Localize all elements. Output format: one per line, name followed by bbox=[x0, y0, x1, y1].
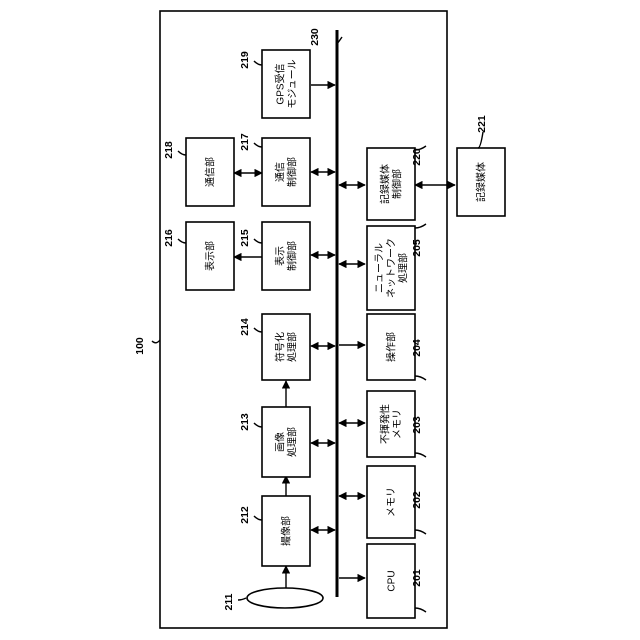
block-205-ref-label: 205 bbox=[411, 239, 423, 257]
lens-ref-leader bbox=[238, 598, 246, 600]
block-201: CPU 201 bbox=[367, 544, 426, 618]
block-219: GPS受信モジュール 219 bbox=[239, 50, 310, 118]
system-ref-label: 100 bbox=[134, 337, 146, 355]
block-217: 通信制御部 217 bbox=[239, 133, 310, 206]
block-216-ref-leader bbox=[178, 239, 186, 243]
block-212-ref-label: 212 bbox=[239, 506, 251, 524]
block-214: 符号化処理部 214 bbox=[239, 314, 310, 380]
block-203-ref-label: 203 bbox=[411, 416, 423, 434]
block-217-label-line: 通信 bbox=[275, 162, 287, 182]
block-213-label-line: 処理部 bbox=[286, 427, 299, 457]
block-204-label-line: 操作部 bbox=[385, 332, 398, 362]
block-221-label: 記録媒体 bbox=[475, 162, 488, 202]
block-216: 表示部 216 bbox=[163, 222, 234, 290]
block-214-ref-leader bbox=[254, 328, 262, 332]
block-218-label-line: 通信部 bbox=[204, 157, 217, 187]
block-212-ref-leader bbox=[254, 516, 262, 520]
block-217-label-line: 制御部 bbox=[286, 157, 299, 187]
block-202-label: メモリ bbox=[387, 487, 398, 517]
block-202: メモリ 202 bbox=[367, 466, 426, 538]
block-218-label: 通信部 bbox=[204, 157, 217, 187]
block-219-label-line: GPS受信 bbox=[275, 63, 287, 104]
block-213-ref-label: 213 bbox=[239, 413, 251, 431]
block-214-label-line: 処理部 bbox=[286, 332, 299, 362]
block-221-ref-leader bbox=[478, 132, 483, 148]
block-205-ref-leader bbox=[415, 224, 426, 228]
block-220-label-line: 記録媒体 bbox=[379, 164, 392, 204]
block-214-label: 符号化処理部 bbox=[274, 332, 299, 362]
block-215-ref-label: 215 bbox=[239, 229, 251, 247]
block-214-ref-label: 214 bbox=[239, 318, 251, 336]
block-215-label-line: 表示 bbox=[274, 246, 287, 266]
block-219-ref-label: 219 bbox=[239, 51, 251, 69]
block-204-label: 操作部 bbox=[385, 332, 398, 362]
block-212-label-line: 撮像部 bbox=[280, 516, 293, 546]
block-203-label-line: 不揮発性 bbox=[379, 404, 392, 444]
block-216-ref-label: 216 bbox=[163, 229, 175, 247]
block-215: 表示制御部 215 bbox=[239, 222, 310, 290]
system-ref-leader bbox=[152, 340, 160, 343]
block-212: 撮像部 212 bbox=[239, 496, 310, 566]
block-219-label-line: モジュール bbox=[288, 59, 299, 108]
lens-ellipse bbox=[247, 588, 323, 608]
block-221-label-line: 記録媒体 bbox=[475, 162, 488, 202]
bus-ref-label: 230 bbox=[309, 28, 321, 46]
block-203-label-line: メモリ bbox=[393, 409, 404, 439]
block-202-label-line: メモリ bbox=[387, 487, 398, 517]
block-204-ref-leader bbox=[415, 376, 426, 380]
block-205-label-line: ネットワーク bbox=[386, 238, 398, 298]
block-205: ニューラルネットワーク処理部205 bbox=[367, 224, 426, 310]
block-213-ref-leader bbox=[254, 423, 262, 427]
block-217-ref-leader bbox=[254, 143, 262, 147]
block-201-ref-label: 201 bbox=[411, 569, 423, 587]
block-204-ref-label: 204 bbox=[411, 339, 423, 357]
block-216-label: 表示部 bbox=[204, 241, 217, 271]
block-202-ref-label: 202 bbox=[411, 491, 423, 509]
block-214-label-line: 符号化 bbox=[274, 332, 287, 362]
block-201-ref-leader bbox=[415, 608, 426, 612]
block-220-label: 記録媒体制御部 bbox=[379, 164, 404, 204]
block-203-label: 不揮発性メモリ bbox=[379, 404, 404, 444]
block-201-label-line: CPU bbox=[387, 570, 398, 591]
lens-ref-label: 211 bbox=[223, 593, 235, 610]
block-204: 操作部 204 bbox=[367, 314, 426, 380]
block-218-ref-label: 218 bbox=[163, 141, 175, 159]
block-203-ref-leader bbox=[415, 453, 426, 457]
block-205-label-line: 処理部 bbox=[397, 253, 410, 283]
block-203: 不揮発性メモリ 203 bbox=[367, 391, 426, 457]
block-205-label-line: ニューラル bbox=[374, 243, 386, 293]
block-216-label-line: 表示部 bbox=[204, 241, 217, 271]
block-215-label-line: 制御部 bbox=[286, 241, 299, 271]
block-220-label-line: 制御部 bbox=[391, 169, 404, 199]
block-202-ref-leader bbox=[415, 530, 426, 534]
block-201-label: CPU bbox=[387, 570, 398, 591]
block-221-ref-label: 221 bbox=[476, 115, 488, 133]
block-221: 記録媒体 221 bbox=[457, 115, 505, 216]
block-213-label-line: 画像 bbox=[275, 432, 287, 452]
block-217-ref-label: 217 bbox=[239, 133, 251, 151]
block-215-ref-leader bbox=[254, 239, 262, 243]
block-213: 画像処理部 213 bbox=[239, 407, 310, 477]
block-218: 通信部 218 bbox=[163, 138, 234, 206]
block-219-ref-leader bbox=[254, 61, 262, 65]
block-212-label: 撮像部 bbox=[280, 516, 293, 546]
block-218-ref-leader bbox=[178, 151, 186, 155]
block-220: 記録媒体制御部 220 bbox=[367, 146, 426, 220]
block-220-ref-label: 220 bbox=[411, 148, 423, 166]
